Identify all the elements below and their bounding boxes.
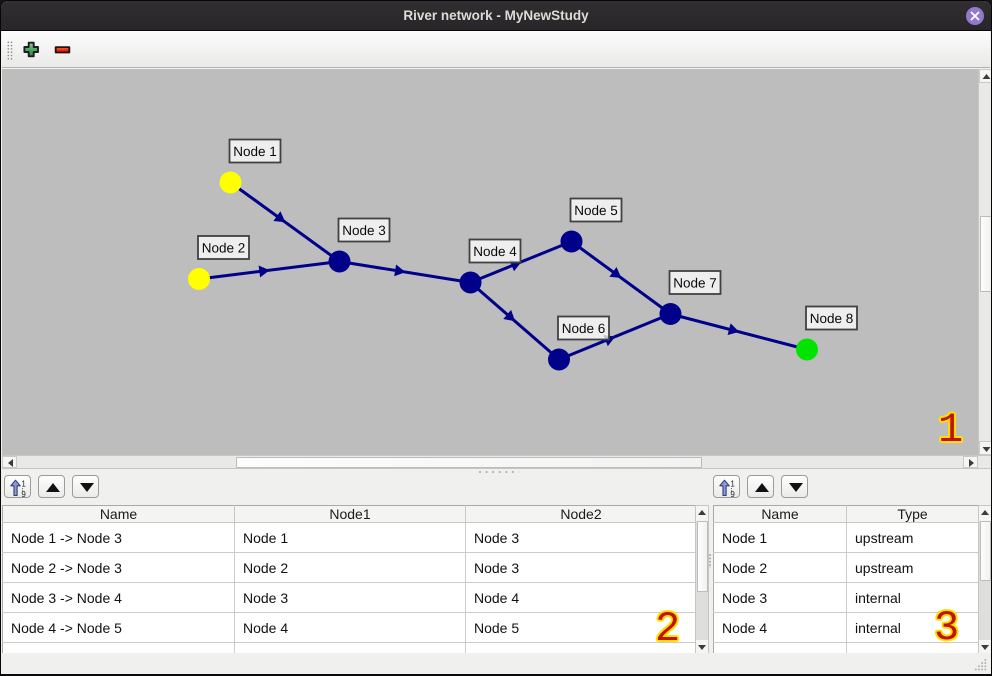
svg-text:Node 8: Node 8 bbox=[810, 311, 854, 326]
svg-text:9: 9 bbox=[21, 490, 26, 499]
svg-text:Node 3: Node 3 bbox=[342, 223, 386, 238]
svg-text:9: 9 bbox=[730, 490, 735, 499]
svg-text:Node 6: Node 6 bbox=[562, 321, 606, 336]
svg-text:Node 5: Node 5 bbox=[574, 203, 618, 218]
svg-text:Node 7: Node 7 bbox=[673, 276, 717, 291]
svg-text:1: 1 bbox=[730, 480, 735, 489]
svg-text:Node 4: Node 4 bbox=[473, 244, 517, 259]
svg-text:Node 2: Node 2 bbox=[202, 241, 246, 256]
svg-text:1: 1 bbox=[21, 480, 26, 489]
svg-text:Node 1: Node 1 bbox=[233, 144, 277, 159]
